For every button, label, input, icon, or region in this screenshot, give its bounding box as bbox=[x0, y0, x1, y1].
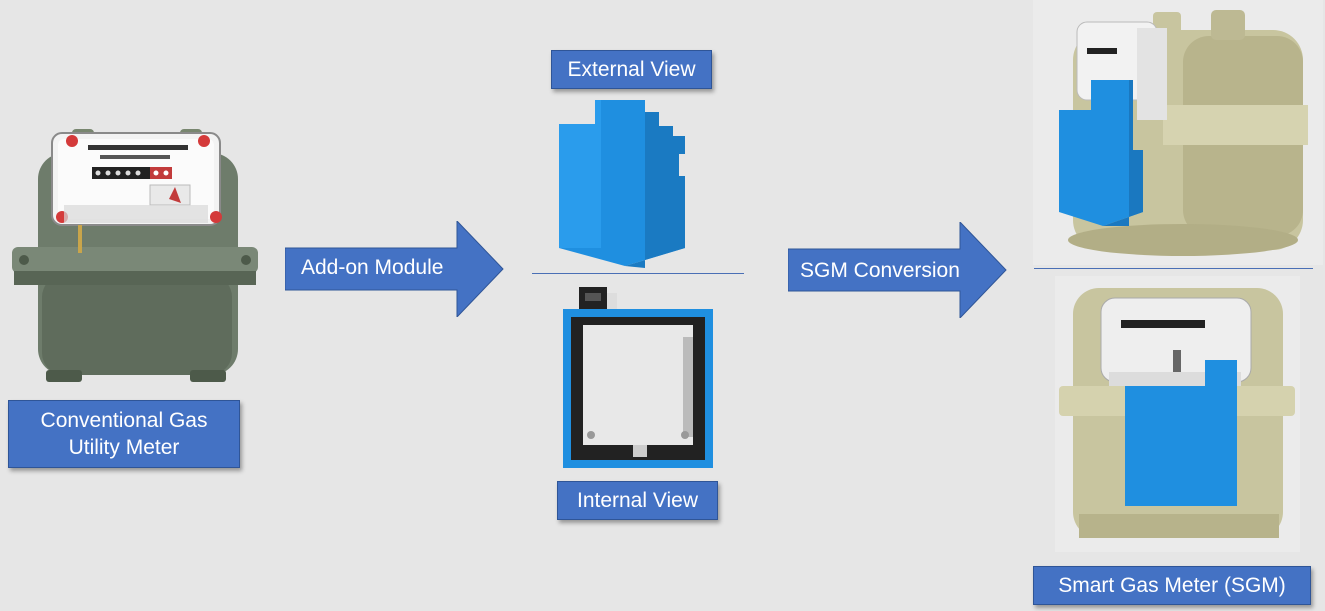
external-view-label: External View bbox=[551, 50, 712, 89]
conventional-meter-label-text: Conventional Gas Utility Meter bbox=[40, 408, 208, 459]
sgm-conversion-arrow: SGM Conversion bbox=[788, 222, 1008, 318]
smart-gas-meter-label-text: Smart Gas Meter (SGM) bbox=[1058, 573, 1286, 597]
addon-module-arrow: Add-on Module bbox=[285, 221, 505, 317]
sgm-perspective-image bbox=[1033, 0, 1323, 265]
internal-view-label: Internal View bbox=[557, 481, 718, 520]
external-module-image bbox=[555, 98, 705, 268]
conventional-meter-image bbox=[10, 125, 260, 387]
internal-module-image bbox=[563, 287, 713, 468]
sgm-view-divider bbox=[1034, 268, 1313, 269]
module-view-divider bbox=[532, 273, 744, 274]
sgm-conversion-arrow-label: SGM Conversion bbox=[800, 259, 960, 282]
internal-view-label-text: Internal View bbox=[576, 488, 699, 512]
smart-gas-meter-label: Smart Gas Meter (SGM) bbox=[1033, 566, 1311, 605]
conventional-meter-label: Conventional Gas Utility Meter bbox=[8, 400, 240, 468]
addon-module-arrow-label: Add-on Module bbox=[301, 256, 444, 279]
external-view-label-text: External View bbox=[567, 57, 696, 81]
sgm-front-image bbox=[1055, 276, 1300, 552]
